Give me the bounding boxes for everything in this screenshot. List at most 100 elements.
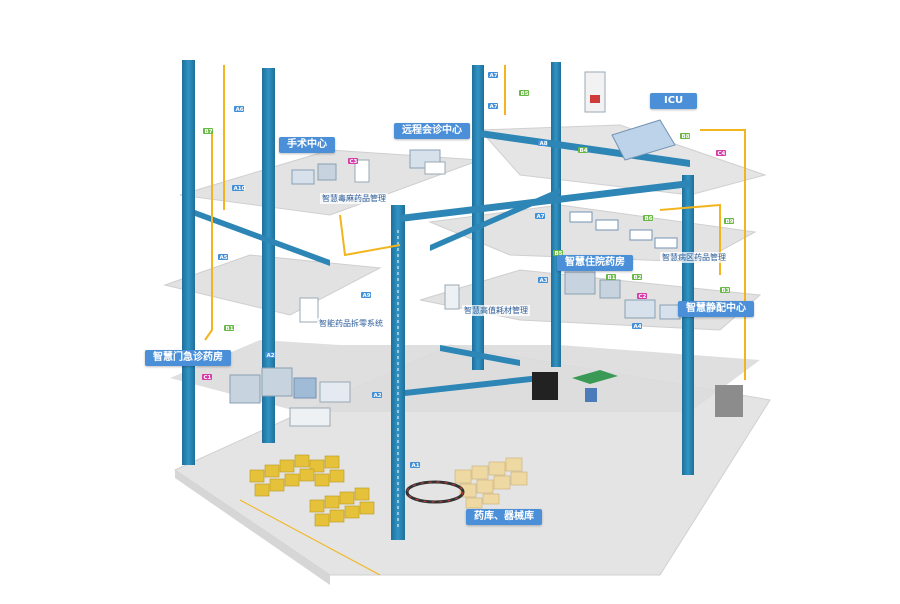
callout-outpatient-pharmacy: 智慧门急诊药房 [145,350,231,366]
tag-b2 [632,274,642,280]
yellow-pipe-right [700,129,746,380]
svg-text:A5: A5 [220,255,228,261]
pillar-left-back [182,60,195,465]
tag-b9 [724,218,734,224]
icu-equipment [584,71,676,161]
crates-stack-left [249,454,375,527]
svg-text:B9: B9 [726,219,734,225]
svg-text:B1: B1 [608,275,616,281]
yellow-pipe-ward [659,203,721,275]
tag-b5b [553,250,563,256]
tag-b8 [680,133,690,139]
grey-cabinet [715,385,743,417]
svg-text:B2: B2 [634,275,642,281]
split-system-machine [299,297,319,323]
svg-text:A7: A7 [490,73,498,79]
tag-a2b [372,392,382,398]
outpatient-pharmacy-machines [229,367,351,427]
tag-a1 [410,462,420,468]
label-hvc-mgmt: 智慧高值耗材管理 [462,305,530,316]
tag-b1a [224,325,234,331]
label-narcotic-mgmt: 智慧毒麻药品管理 [320,193,388,204]
svg-text:B5: B5 [521,91,529,97]
label-ward-mgmt: 智慧病区药品管理 [660,252,728,263]
svg-text:A2: A2 [374,393,382,399]
rail-diagonal-left [195,210,330,266]
boxes-stack-right [454,457,528,509]
callout-inpatient-pharmacy: 智慧住院药房 [557,255,633,271]
tag-b6 [643,215,653,221]
svg-text:A2: A2 [267,353,275,359]
svg-text:A8: A8 [540,141,548,147]
inpatient-pharmacy-machines [564,271,621,299]
callout-remote-consult: 远程会诊中心 [394,123,470,139]
svg-text:B7: B7 [205,129,213,135]
svg-text:C1: C1 [204,375,212,381]
hvc-cabinets [444,284,460,310]
tag-a9 [361,292,371,298]
blue-cylinders [585,388,597,402]
callout-warehouse: 药库、器械库 [466,509,542,525]
svg-text:B5: B5 [555,251,563,257]
svg-text:A7: A7 [490,104,498,110]
tag-a3 [538,277,548,283]
tag-c2 [637,293,647,299]
pillar-left-front [262,68,275,443]
tag-b1b [606,274,616,280]
pillar-center-back [472,65,484,370]
rail-ground-2 [440,345,520,366]
svg-text:A6: A6 [236,107,244,113]
label-split-system: 智能药品拆零系统 [317,318,385,329]
pivas-machines [624,299,681,320]
tag-a7c [535,213,545,219]
station-tags: A1 A2 A2 A3 A4 A5 A6 A7 A7 A7 A8 A9 A10 … [202,72,734,469]
callout-operating-room: 手术中心 [279,137,335,153]
conveyor-items [406,481,464,503]
svg-text:B3: B3 [722,288,730,294]
or-equipment [291,159,370,185]
green-unit [572,370,618,384]
tag-b3 [720,287,730,293]
yellow-pipe-left [204,130,213,341]
svg-text:A3: A3 [540,278,548,284]
yellow-pipe-3f [339,214,401,257]
tag-b7 [203,128,213,134]
svg-text:C3: C3 [350,159,358,165]
pillar-right-back [551,62,561,367]
tag-a5 [218,254,228,260]
ward-beds [569,211,678,249]
tag-a10 [232,185,244,191]
svg-text:B1: B1 [226,326,234,332]
second-floor-slab [170,340,760,412]
tag-a7b [488,103,498,109]
rail-ground [405,375,540,396]
ground-floor-marking [239,499,381,576]
svg-text:A7: A7 [537,214,545,220]
svg-text:B6: B6 [645,216,653,222]
tag-b4 [578,147,588,153]
svg-text:C4: C4 [718,151,726,157]
ground-floor-edge [175,470,330,585]
black-machine [532,372,558,400]
remote-consult-equipment [409,149,446,175]
svg-text:A10: A10 [234,186,246,192]
callout-icu: ICU [650,93,698,109]
svg-text:B4: B4 [580,148,588,154]
pillar-right-front [682,175,694,475]
rail-top-2 [400,180,690,222]
svg-text:A9: A9 [363,293,371,299]
svg-text:B8: B8 [682,134,690,140]
tag-c4 [716,150,726,156]
svg-text:A4: A4 [634,324,642,330]
rail-top-3 [430,188,560,251]
tag-b5a [519,90,529,96]
svg-text:A1: A1 [412,463,420,469]
tag-a2a [265,352,275,358]
tag-c3 [348,158,358,164]
tag-a7a [488,72,498,78]
tag-a6 [234,106,244,112]
svg-text:C2: C2 [639,294,647,300]
pillar-center-front [391,205,405,540]
